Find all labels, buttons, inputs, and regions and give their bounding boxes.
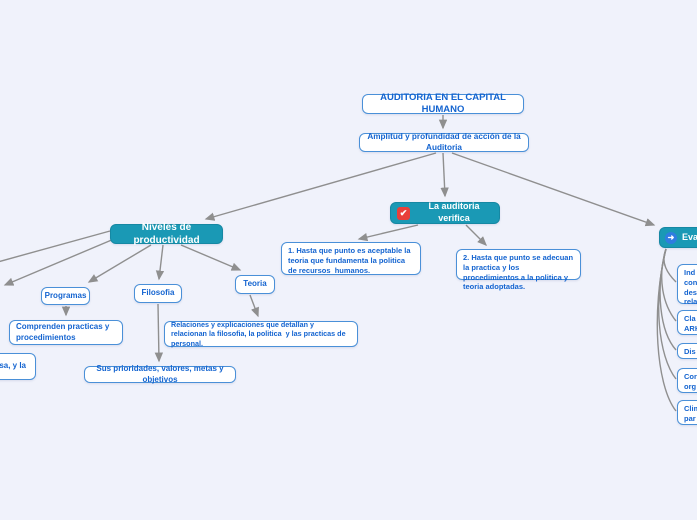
node-right-cutoff-5[interactable]: Clim par xyxy=(677,400,697,425)
node-teoria[interactable]: Teoria xyxy=(235,275,275,294)
node-relaciones-explicaciones[interactable]: Relaciones y explicaciones que detallan … xyxy=(164,320,358,348)
node-filosofia[interactable]: Filosofia xyxy=(134,284,182,303)
node-question-2[interactable]: 2. Hasta que punto se adecuan la practic… xyxy=(456,249,581,291)
node-auditoria-title[interactable]: AUDITORIA EN EL CAPITAL HUMANO xyxy=(362,92,524,115)
node-sus-prioridades[interactable]: Sus prioridades, valores, metas y objeti… xyxy=(84,364,236,384)
node-comprenden-practicas[interactable]: Comprenden practicas y procedimientos xyxy=(9,320,123,345)
node-right-cutoff-2[interactable]: Cla ARH xyxy=(677,310,697,335)
node-right-cutoff-3[interactable]: Dis xyxy=(677,343,697,359)
node-auditoria-verifica-label: La auditoria verifica xyxy=(428,201,483,223)
node-left-cutoff[interactable]: resa, y la xyxy=(0,353,36,380)
node-amplitud-scope[interactable]: Amplitud y profundidad de acción de la A… xyxy=(359,132,529,152)
node-right-cutoff-4[interactable]: Cor org xyxy=(677,368,697,393)
node-niveles-productividad[interactable]: Niveles de productividad xyxy=(110,222,223,246)
arrow-icon: ➜ xyxy=(665,231,677,244)
check-icon: ✔ xyxy=(397,206,410,220)
node-eva-label: Eva xyxy=(682,231,697,242)
node-question-1[interactable]: 1. Hasta que punto es aceptable la teori… xyxy=(281,242,421,275)
node-programas[interactable]: Programas xyxy=(41,287,90,305)
node-auditoria-verifica[interactable]: ✔ La auditoria verifica xyxy=(390,201,500,224)
node-right-cutoff-1[interactable]: Ind con des rela xyxy=(677,264,697,306)
node-eva-cutoff[interactable]: ➜ Eva xyxy=(659,227,697,248)
